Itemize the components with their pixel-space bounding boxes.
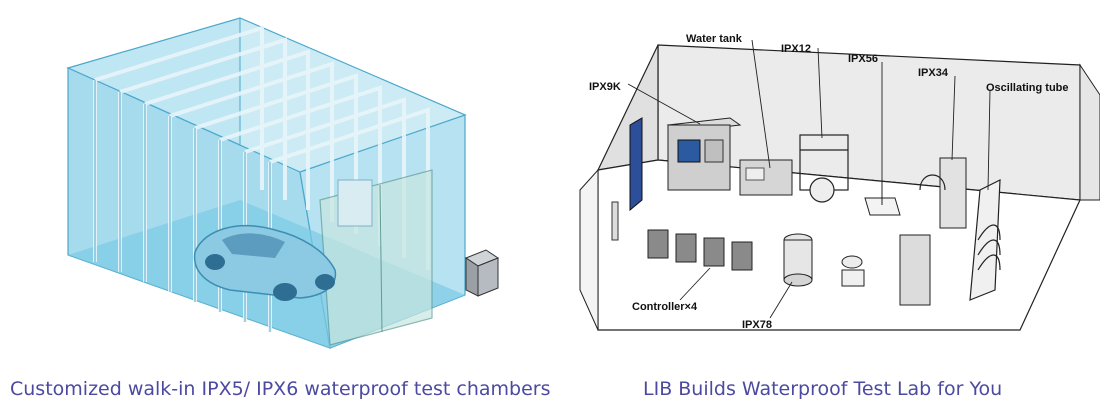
chamber-drawing bbox=[66, 17, 500, 349]
label-ipx56: IPX56 bbox=[848, 53, 878, 65]
ipx56-stand bbox=[864, 180, 901, 216]
label-controller: Controller×4 bbox=[632, 301, 698, 313]
oscillating-tube bbox=[969, 179, 1001, 301]
label-water-tank: Water tank bbox=[686, 33, 743, 45]
room-front-edge bbox=[579, 168, 599, 331]
rotary-table bbox=[841, 255, 865, 287]
label-ipx78: IPX78 bbox=[742, 319, 772, 331]
walk-in-chamber-illustration: Customized walk-in IPX5/ IPX6 waterproof… bbox=[10, 17, 551, 400]
leader-lines bbox=[627, 39, 991, 319]
water-tank bbox=[739, 159, 793, 196]
door-split bbox=[379, 184, 383, 333]
ipx9k-machine bbox=[666, 117, 742, 191]
car-icon bbox=[193, 225, 337, 301]
wall-panel bbox=[611, 201, 619, 241]
window-panel bbox=[337, 179, 373, 227]
cabinet bbox=[899, 234, 931, 306]
ipx34-machine bbox=[919, 157, 967, 229]
lab-drawing: Water tank IPX12 IPX56 IPX9K IPX34 Oscil… bbox=[579, 33, 1100, 331]
room-left-wall bbox=[596, 44, 659, 171]
control-console bbox=[464, 249, 500, 297]
ipx78-vessel bbox=[783, 233, 813, 287]
label-ipx34: IPX34 bbox=[918, 67, 949, 79]
right-caption: LIB Builds Waterproof Test Lab for You bbox=[643, 378, 1003, 400]
ipx12-frame bbox=[799, 134, 849, 203]
chamber-door bbox=[319, 169, 433, 346]
test-lab-layout: Water tank IPX12 IPX56 IPX9K IPX34 Oscil… bbox=[560, 0, 1100, 412]
controllers bbox=[647, 229, 753, 271]
label-ipx12: IPX12 bbox=[781, 43, 811, 55]
label-oscillating-tube: Oscillating tube bbox=[986, 82, 1069, 94]
left-caption: Customized walk-in IPX5/ IPX6 waterproof… bbox=[10, 378, 551, 400]
room-right-wall bbox=[1079, 63, 1100, 201]
lab-door bbox=[629, 117, 643, 212]
label-ipx9k: IPX9K bbox=[589, 81, 621, 93]
